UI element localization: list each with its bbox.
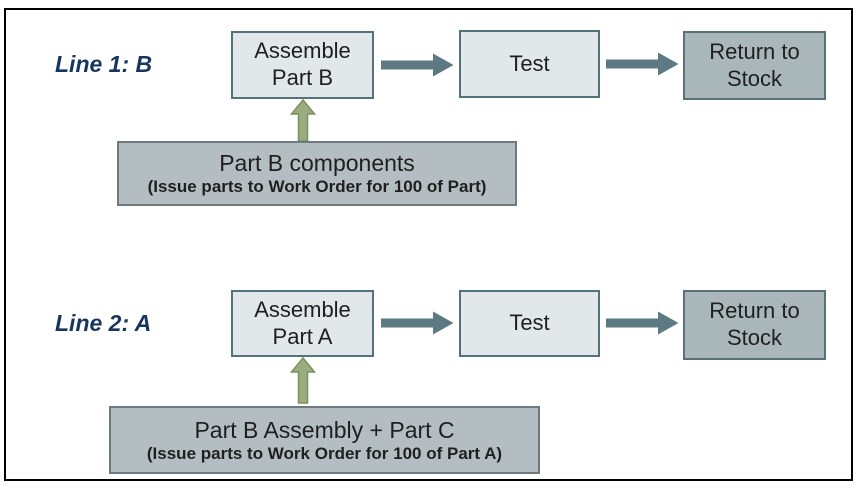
flow-arrow-right-icon — [381, 310, 455, 336]
box-label-line: Assemble — [254, 296, 351, 322]
box-label-line: Part A — [272, 323, 333, 349]
line-1-label: Line 1: B — [55, 51, 153, 77]
diagram-frame: Line 1: B Assemble Part B Test Return to… — [4, 8, 853, 481]
test-box-line2: Test — [459, 290, 600, 357]
components-title: Part B components — [219, 150, 415, 177]
box-label-line: Stock — [726, 325, 783, 350]
feed-arrow-up-icon — [290, 99, 316, 142]
components-title: Part B Assembly + Part C — [194, 416, 455, 443]
box-label-line: Test — [509, 310, 550, 336]
test-box-line1: Test — [459, 30, 600, 98]
components-subtitle: (Issue parts to Work Order for 100 of Pa… — [146, 443, 503, 463]
feed-arrow-up-icon — [290, 357, 316, 404]
assemble-part-a-box: Assemble Part A — [231, 290, 374, 357]
box-label-line: Return to — [709, 298, 800, 324]
box-label-line: Return to — [709, 38, 800, 64]
flow-arrow-right-icon — [381, 52, 455, 78]
return-to-stock-box-line1: Return to Stock — [683, 31, 826, 100]
components-subtitle: (Issue parts to Work Order for 100 of Pa… — [147, 177, 487, 197]
flow-arrow-right-icon — [606, 310, 680, 336]
line-2-label: Line 2: A — [55, 310, 152, 336]
part-b-components-box: Part B components (Issue parts to Work O… — [117, 141, 517, 206]
box-label-line: Assemble — [254, 38, 351, 64]
flow-arrow-right-icon — [606, 51, 680, 77]
assemble-part-b-box: Assemble Part B — [231, 31, 374, 99]
box-label-line: Test — [509, 50, 550, 76]
box-label-line: Stock — [726, 65, 783, 91]
part-b-assembly-plus-part-c-box: Part B Assembly + Part C (Issue parts to… — [109, 406, 540, 474]
return-to-stock-box-line2: Return to Stock — [683, 290, 826, 360]
box-label-line: Part B — [271, 65, 334, 90]
